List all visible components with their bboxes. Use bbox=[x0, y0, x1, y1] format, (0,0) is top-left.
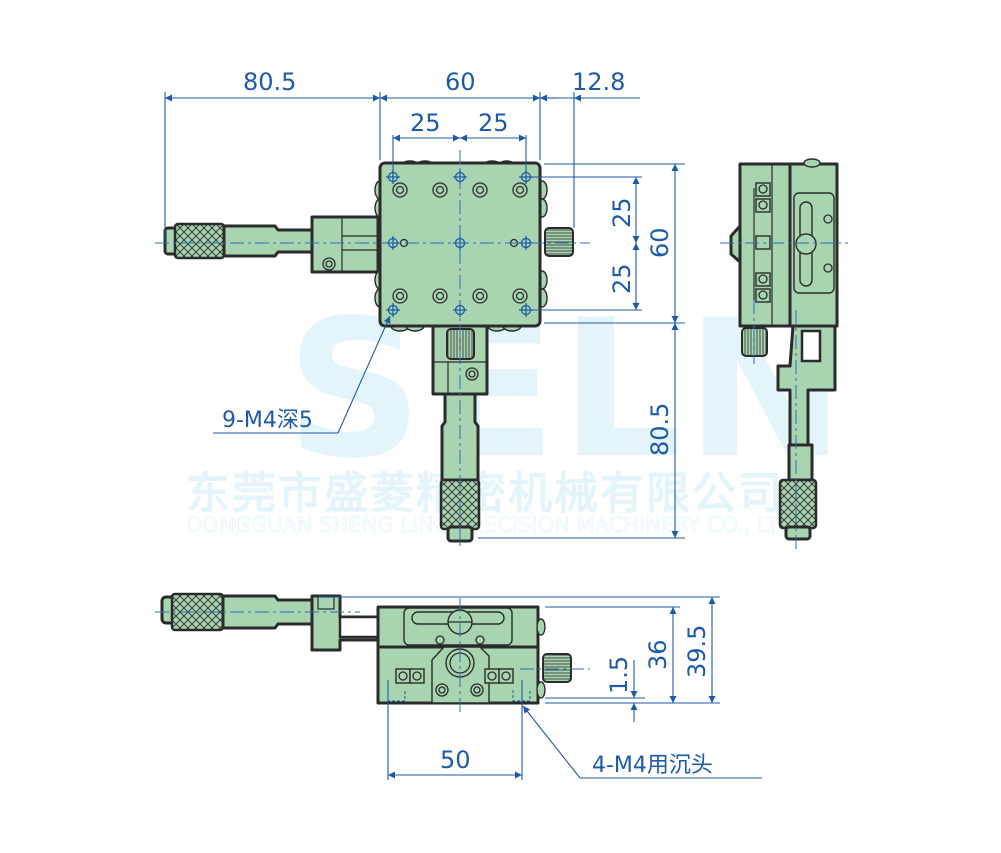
callout-counterbore: 4-M4用沉头 bbox=[592, 753, 713, 778]
dim-lower-micrometer-extent: 80.5 bbox=[646, 403, 674, 456]
dim-hole-pitch-right: 25 bbox=[478, 109, 509, 137]
dim-stage-width: 60 bbox=[445, 68, 476, 96]
top-dimensions: 80.5 60 12.8 25 25 bbox=[164, 68, 640, 240]
front-dimensions: 50 1.5 36 39.5 bbox=[318, 596, 720, 779]
dim-total-height: 39.5 bbox=[683, 625, 711, 678]
front-view: 50 1.5 36 39.5 4-M4用沉头 bbox=[155, 592, 762, 780]
dim-knob-extent: 12.8 bbox=[572, 68, 625, 96]
side-view bbox=[720, 158, 848, 550]
watermark-company-en: DONGGUAN SHENG LING PRECISION MACHINERY … bbox=[186, 513, 802, 537]
dim-micrometer-extent: 80.5 bbox=[243, 68, 296, 96]
dim-body-height: 36 bbox=[644, 639, 672, 670]
fine-adjust-knob bbox=[544, 227, 574, 257]
dim-step-height: 1.5 bbox=[605, 656, 633, 694]
micrometer-thimble-knurl bbox=[173, 222, 226, 260]
tapped-hole-callout: 9-M4深5 bbox=[213, 315, 391, 434]
dim-hole-pitch-lower: 25 bbox=[608, 263, 636, 294]
dim-hole-pitch-upper: 25 bbox=[608, 197, 636, 228]
dim-stage-height: 60 bbox=[646, 227, 674, 258]
x-axis-micrometer bbox=[163, 215, 380, 274]
dim-hole-pitch-left: 25 bbox=[410, 109, 441, 137]
counterbore-callout: 4-M4用沉头 bbox=[522, 705, 762, 779]
right-dimensions: 25 25 60 80.5 bbox=[478, 163, 685, 539]
dim-mount-hole-pitch: 50 bbox=[440, 746, 471, 774]
callout-tapped-holes: 9-M4深5 bbox=[222, 408, 313, 433]
watermark-company-cn: 东莞市盛菱精密机械有限公司 bbox=[186, 468, 784, 519]
top-view: 80.5 60 12.8 25 25 25 25 60 80.5 bbox=[155, 68, 685, 548]
